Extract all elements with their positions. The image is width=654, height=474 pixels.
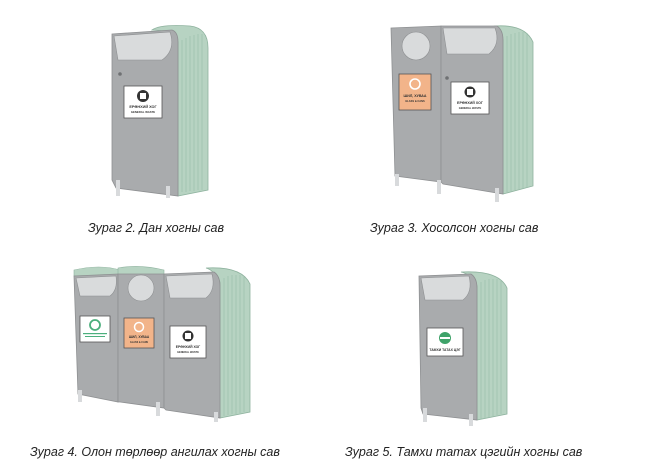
sign-label-main: ЕРӨНХИЙ ХОГ <box>457 101 483 105</box>
trash-can-icon <box>137 90 149 102</box>
figure-triple-bin: ШИЛ, ХУВАА GLASS & CANS ЕРӨНХИЙ ХОГ GENE… <box>70 262 260 422</box>
triple-bin-illustration: ШИЛ, ХУВАА GLASS & CANS ЕРӨНХИЙ ХОГ GENE… <box>73 266 251 422</box>
sign-label-sub: GLASS & CANS <box>405 99 425 103</box>
sign-label-sub: GENERAL WASTE <box>131 110 155 114</box>
sign-label-sub: GENERAL WASTE <box>177 351 199 354</box>
sign-label-main: ШИЛ, ХУВАА <box>404 94 427 98</box>
cigarette-icon <box>439 332 451 344</box>
double-bin-illustration: ШИЛ, ХУВАА GLASS & CANS ЕРӨНХИЙ ХОГ GENE… <box>390 25 534 202</box>
sign-label-sub: GENERAL WASTE <box>459 106 482 110</box>
smoking-bin-illustration: ТАМХИ ТАТАХ ЦЭГ <box>418 271 508 426</box>
figure-double-bin: ШИЛ, ХУВАА GLASS & CANS ЕРӨНХИЙ ХОГ GENE… <box>385 18 545 203</box>
sign-label-main: ЕРӨНХИЙ ХОГ <box>176 345 200 349</box>
sign-label-main: ЕРӨНХИЙ ХОГ <box>129 105 157 109</box>
recycle-icon <box>133 321 145 333</box>
trash-can-icon <box>464 86 476 98</box>
trash-can-icon <box>182 330 194 342</box>
single-bin-illustration: ЕРӨНХИЙ ХОГ GENERAL WASTE <box>111 25 209 198</box>
figure-caption: Зураг 3. Хосолсон хогны сав <box>370 221 539 235</box>
figure-caption: Зураг 5. Тамхи татах цэгийн хогны сав <box>345 445 583 459</box>
sign-label-main: ТАМХИ ТАТАХ ЦЭГ <box>429 348 460 352</box>
figure-smoking-bin: ТАМХИ ТАТАХ ЦЭГ <box>415 268 515 428</box>
sign-label-sub: GLASS & CANS <box>130 341 148 344</box>
recycle-icon <box>89 319 101 331</box>
sign-label-main: ШИЛ, ХУВАА <box>129 335 150 339</box>
figure-caption: Зураг 4. Олон төрлөөр ангилах хогны сав <box>30 445 280 459</box>
figure-single-bin: ЕРӨНХИЙ ХОГ GENERAL WASTE <box>100 20 230 200</box>
figure-caption: Зураг 2. Дан хогны сав <box>88 221 224 235</box>
recycle-icon <box>409 78 421 90</box>
